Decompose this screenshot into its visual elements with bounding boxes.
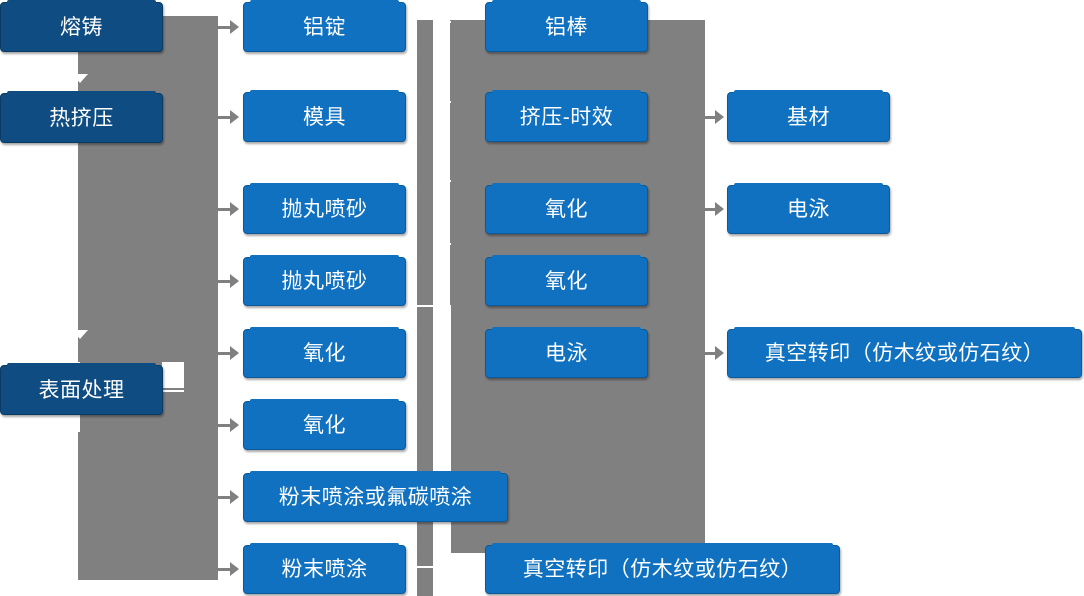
arrow-stem-c2-7 [218,496,232,499]
arrow-head-c4-2 [715,202,724,216]
process-box-c3-oxidation-1[interactable]: 氧化 [485,183,648,234]
arrow-head-c2-3 [230,202,239,216]
process-box-powder-coating[interactable]: 粉末喷涂 [243,543,406,594]
connector-left-pip-2 [72,330,88,339]
process-box-mold[interactable]: 模具 [243,90,406,142]
connector-mid-tick-1 [433,21,451,23]
connector-bracket-mid-left [417,20,433,596]
process-box-oxidation-2[interactable]: 氧化 [243,399,406,450]
process-box-shot-blast-2[interactable]: 抛丸喷砂 [243,255,406,306]
connector-surface-stem [163,388,185,390]
process-box-powder-or-fluorocarbon[interactable]: 粉末喷涂或氟碳喷涂 [243,471,508,522]
arrow-stem-c2-5 [218,352,232,355]
arrow-stem-c2-4 [218,280,232,283]
arrow-head-c4-3 [715,346,724,360]
connector-left-notch-surface-gap [162,362,184,392]
connector-mid-tick-2 [433,101,451,103]
arrow-stem-c4-3 [705,352,717,355]
arrow-stem-c2-6 [218,424,232,427]
arrow-head-c2-6 [230,418,239,432]
process-box-c3-oxidation-2[interactable]: 氧化 [485,255,648,306]
process-box-c3-vacuum-transfer[interactable]: 真空转印（仿木纹或仿石纹） [485,543,840,594]
arrow-stem-c2-8 [218,568,232,571]
arrow-stem-c2-3 [218,208,232,211]
arrow-head-c4-1 [715,110,724,124]
arrow-head-c2-7 [230,490,239,504]
arrow-head-c2-4 [230,274,239,288]
connector-mid-tick-3 [433,180,451,182]
output-box-electrophoresis[interactable]: 电泳 [727,183,890,234]
connector-mid-tick-4 [433,243,451,245]
connector-mid-gap [433,307,451,566]
arrow-stem-c2-1 [218,26,232,29]
process-box-c3-electrophoresis[interactable]: 电泳 [485,327,648,378]
arrow-stem-c4-2 [705,208,717,211]
stage-box-hot-extrusion[interactable]: 热挤压 [0,91,163,143]
arrow-stem-c4-1 [705,116,717,119]
output-box-vacuum-transfer[interactable]: 真空转印（仿木纹或仿石纹） [727,327,1082,378]
arrow-head-c2-8 [230,562,239,576]
connector-mid-tick-6 [417,566,451,568]
arrow-head-c2-1 [230,20,239,34]
stage-box-surface-treatment[interactable]: 表面处理 [0,363,163,415]
arrow-stem-c2-2 [218,116,232,119]
stage-box-melt-cast[interactable]: 熔铸 [0,0,163,52]
output-box-base-material[interactable]: 基材 [727,90,890,142]
arrow-head-c2-2 [230,110,239,124]
process-box-aluminum-bar[interactable]: 铝棒 [485,0,648,52]
connector-left-pip-1 [72,74,88,83]
process-box-aluminum-ingot[interactable]: 铝锭 [243,0,406,52]
process-box-shot-blast-1[interactable]: 抛丸喷砂 [243,183,406,234]
process-box-oxidation-1[interactable]: 氧化 [243,327,406,378]
arrow-head-c2-5 [230,346,239,360]
connector-mid-tick-5 [417,305,451,307]
process-box-extrusion-aging[interactable]: 挤压-时效 [485,90,648,142]
